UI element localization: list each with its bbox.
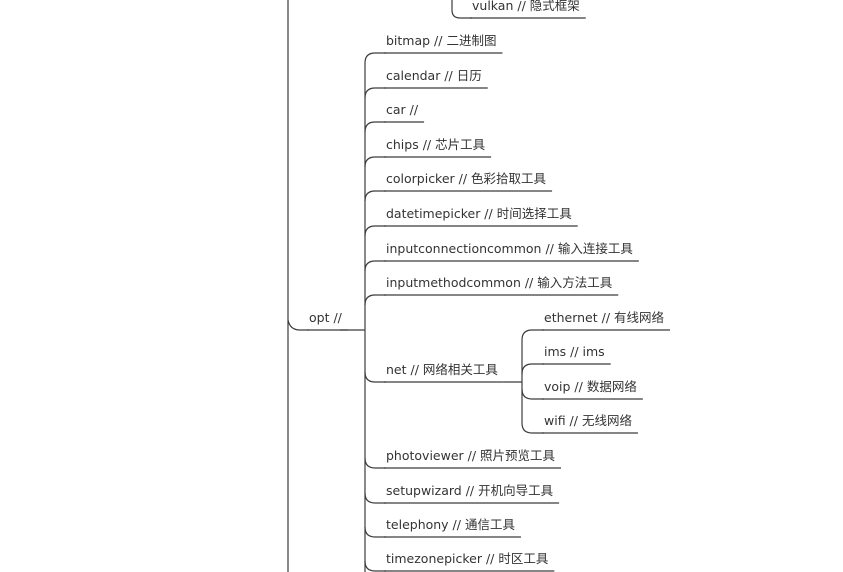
grandchild-connector-2 xyxy=(521,388,544,400)
node-vulkan[interactable]: vulkan // 隐式框架 xyxy=(472,0,580,13)
node-ethernet[interactable]: ethernet // 有线网络 xyxy=(544,310,665,325)
node-car[interactable]: car // xyxy=(386,102,419,117)
vulkan-connector xyxy=(451,0,472,19)
child-connector-6 xyxy=(364,260,386,272)
node-setupwizard[interactable]: setupwizard // 开机向导工具 xyxy=(386,483,554,498)
child-connector-12 xyxy=(364,560,386,572)
node-telephony[interactable]: telephony // 通信工具 xyxy=(386,517,515,532)
child-connector-10 xyxy=(364,492,386,504)
node-bitmap[interactable]: bitmap // 二进制图 xyxy=(386,33,497,48)
child-connector-9 xyxy=(364,457,386,469)
grandchild-connector-0 xyxy=(521,329,544,341)
child-connector-1 xyxy=(364,87,386,99)
node-inputmethodcommon[interactable]: inputmethodcommon // 输入方法工具 xyxy=(386,275,613,290)
node-voip[interactable]: voip // 数据网络 xyxy=(544,379,637,394)
child-connector-3 xyxy=(364,156,386,168)
child-connector-2 xyxy=(364,121,386,133)
child-connector-5 xyxy=(364,225,386,237)
grandchild-connector-1 xyxy=(521,363,544,375)
child-connector-7 xyxy=(364,294,386,306)
node-ims[interactable]: ims // ims xyxy=(544,344,605,359)
node-inputconnectioncommon[interactable]: inputconnectioncommon // 输入连接工具 xyxy=(386,241,633,256)
node-opt[interactable]: opt // xyxy=(309,310,342,325)
child-connector-11 xyxy=(364,526,386,538)
node-photoviewer[interactable]: photoviewer // 照片预览工具 xyxy=(386,448,556,463)
node-timezonepicker[interactable]: timezonepicker // 时区工具 xyxy=(386,551,549,566)
opt-connector xyxy=(287,319,309,331)
node-net[interactable]: net // 网络相关工具 xyxy=(386,362,498,377)
node-colorpicker[interactable]: colorpicker // 色彩拾取工具 xyxy=(386,171,547,186)
child-connector-0 xyxy=(364,52,386,64)
node-datetimepicker[interactable]: datetimepicker // 时间选择工具 xyxy=(386,206,572,221)
node-wifi[interactable]: wifi // 无线网络 xyxy=(544,413,632,428)
node-calendar[interactable]: calendar // 日历 xyxy=(386,68,482,83)
child-connector-4 xyxy=(364,190,386,202)
child-connector-8 xyxy=(364,371,386,383)
grandchild-connector-3 xyxy=(521,422,544,434)
node-chips[interactable]: chips // 芯片工具 xyxy=(386,137,486,152)
